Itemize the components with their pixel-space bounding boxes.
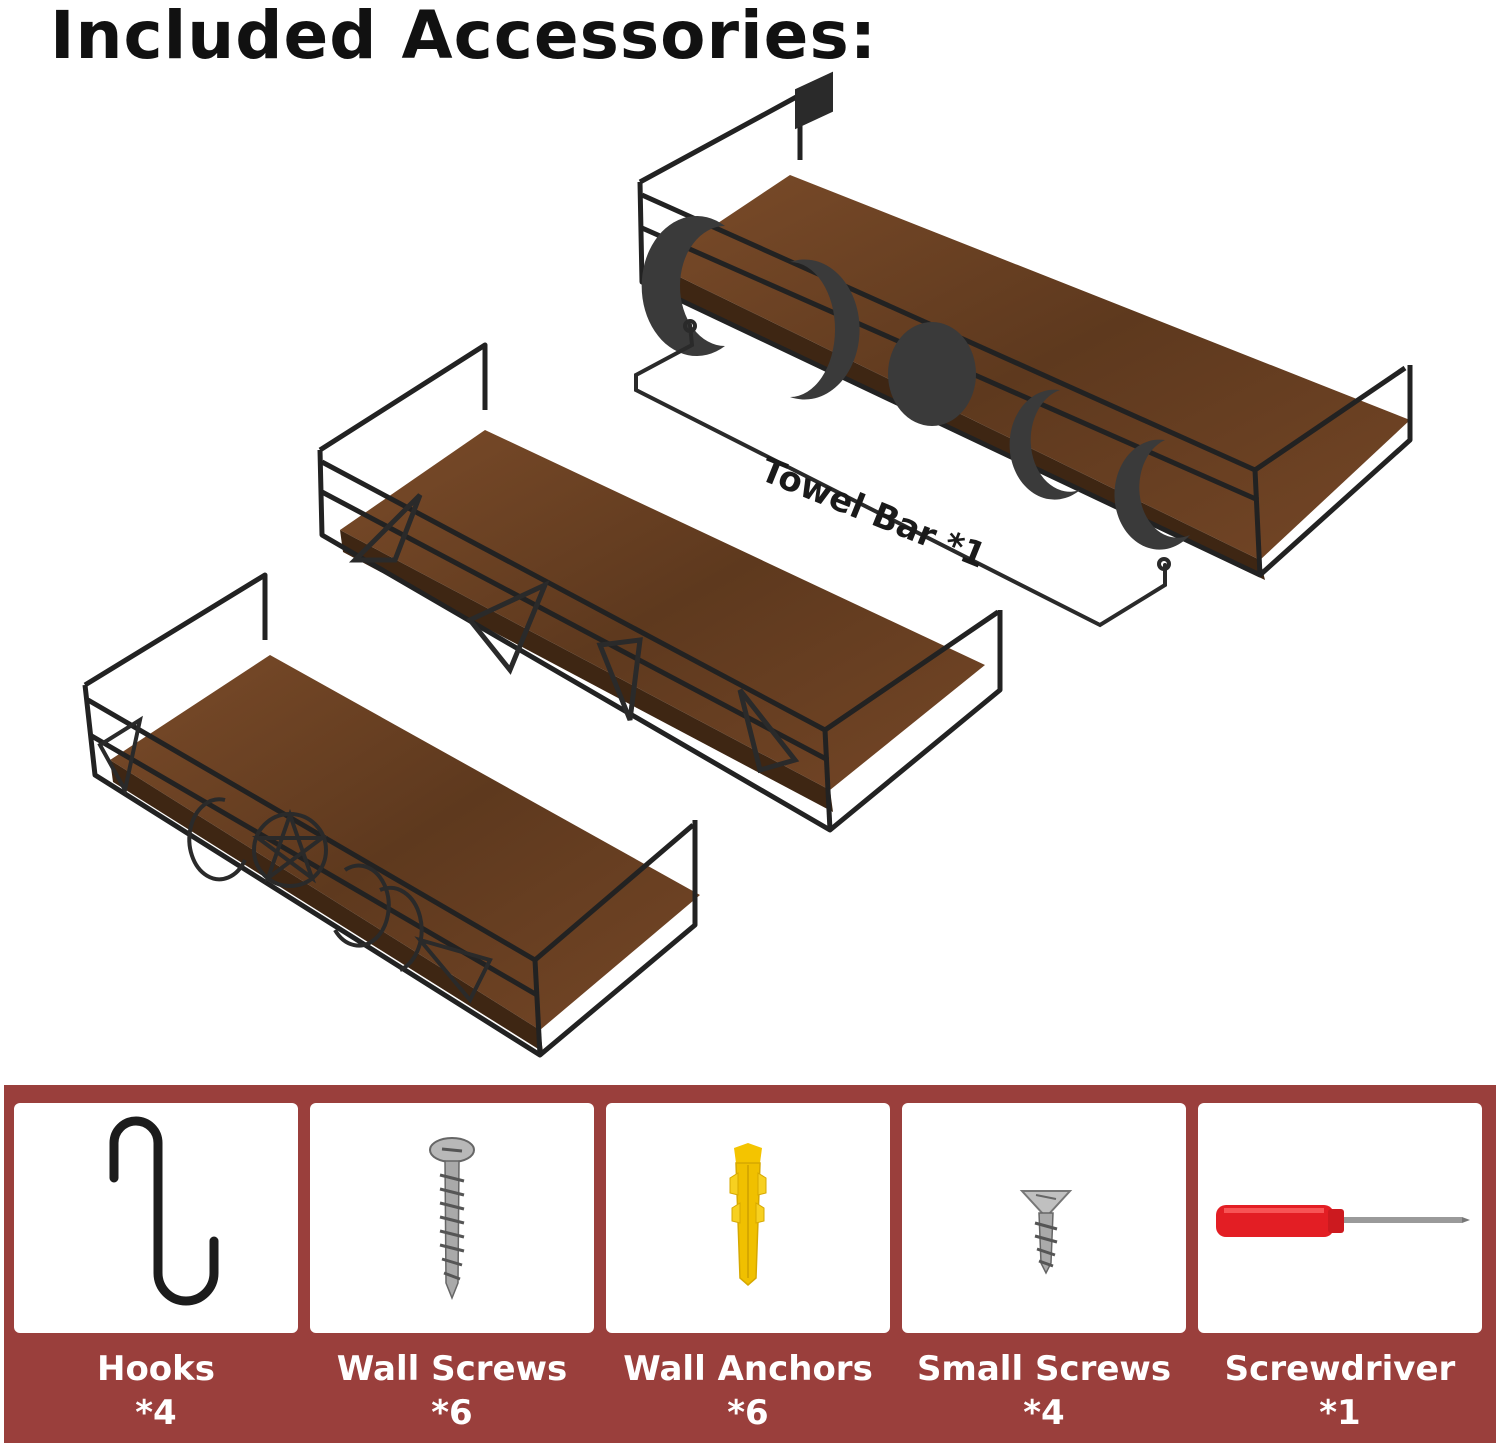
- pentacle-cutouts: [97, 715, 493, 1004]
- accessory-card-screwdriver: [1198, 1103, 1482, 1333]
- accessory-label-wall-screws: Wall Screws *6: [336, 1349, 568, 1433]
- s-hook-icon: [109, 1116, 219, 1306]
- accessory-label-wall-anchors: Wall Anchors *6: [623, 1349, 873, 1433]
- accessory-card-hooks: [14, 1103, 298, 1333]
- screwdriver-icon: [1216, 1205, 1470, 1237]
- wall-anchor-icon: [729, 1143, 767, 1286]
- shelves-illustration: [82, 71, 1413, 1058]
- shelf-pentacle: [82, 572, 700, 1058]
- page-title: Included Accessories:: [50, 0, 878, 74]
- shelf-moon-phases: [637, 71, 1413, 580]
- towel-bar: [634, 319, 1171, 628]
- accessory-label-screwdriver: Screwdriver *1: [1224, 1349, 1456, 1433]
- accessory-card-wall-screws: [310, 1103, 594, 1333]
- accessory-label-small-screws: Small Screws *4: [916, 1349, 1172, 1433]
- wall-screw-icon: [429, 1137, 475, 1301]
- small-screw-icon: [1019, 1190, 1073, 1275]
- triangle-cutouts: [348, 493, 800, 774]
- accessories-panel: Hooks *4 Wall Screws *6: [4, 1085, 1496, 1443]
- accessory-label-hooks: Hooks *4: [96, 1349, 216, 1433]
- accessory-card-wall-anchors: [606, 1103, 890, 1333]
- accessory-card-small-screws: [902, 1103, 1186, 1333]
- moon-phase-cutouts: [641, 215, 1190, 550]
- shelf-triangles: [317, 342, 1003, 833]
